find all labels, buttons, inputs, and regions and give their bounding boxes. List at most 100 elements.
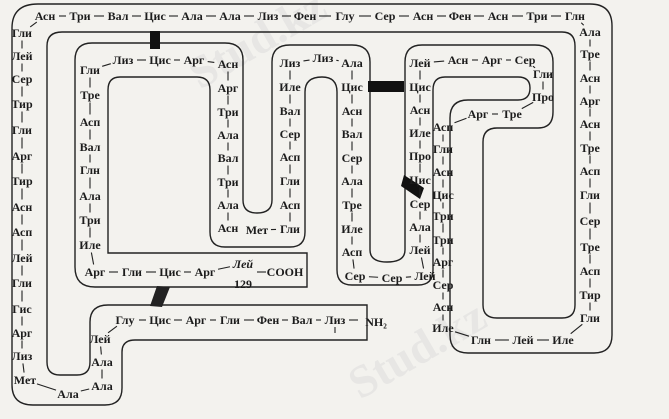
peptide-bond [80, 388, 90, 392]
peptide-bond [22, 363, 25, 373]
residue: Гли [80, 63, 100, 77]
residue: Лей [414, 269, 435, 283]
residue: Асн [580, 71, 601, 85]
residue: Цис [144, 9, 166, 23]
residue: Иле [79, 238, 101, 252]
residue: Сер [580, 214, 601, 228]
peptide-bond [107, 325, 118, 334]
residue: Ала [181, 9, 202, 23]
disulfide-bridge [150, 286, 170, 307]
residue: Гли [580, 311, 600, 325]
residue: Цис [409, 80, 431, 94]
residue: Мет [14, 373, 36, 387]
residue: Асп [280, 150, 301, 164]
residue: Глн [471, 333, 491, 347]
residue: Ала [219, 9, 240, 23]
residue: Асп [280, 198, 301, 212]
residue: Иле [409, 126, 431, 140]
residue: Лей [11, 251, 32, 265]
peptide-bond [454, 331, 470, 337]
residue: Ала [217, 198, 238, 212]
residue: Гли [12, 26, 32, 40]
residue: Цис [149, 313, 171, 327]
residue: Иле [432, 321, 454, 335]
peptide-bond [433, 60, 445, 63]
residue: Лиз [113, 53, 134, 67]
residue: Три [526, 9, 547, 23]
residue: Асн [448, 53, 469, 67]
disulfide-bridge [368, 81, 404, 92]
residue: Гли [280, 222, 300, 236]
residue: Цис [432, 188, 454, 202]
peptide-bond [90, 252, 95, 265]
residue: Гли [280, 174, 300, 188]
peptide-bond [532, 65, 536, 69]
residue: Гис [12, 302, 32, 316]
residue: Лей [11, 49, 32, 63]
residue: Лей [89, 332, 110, 346]
residue: Про [409, 149, 431, 163]
residue: Тре [580, 240, 600, 254]
residue: Вал [280, 104, 301, 118]
residue: Фен [449, 9, 472, 23]
residue: Вал [342, 127, 363, 141]
residue: Ала [341, 56, 362, 70]
residue: Ала [409, 220, 430, 234]
residue: Цис [341, 80, 363, 94]
residue: Сер [515, 53, 536, 67]
residue: Сер [410, 197, 431, 211]
residue: Асп [342, 245, 363, 259]
residue: Асп [80, 115, 101, 129]
c-terminus-label: COOH [267, 265, 304, 279]
residue: Гли [12, 123, 32, 137]
residue: Сер [12, 72, 33, 86]
residue: Сер [342, 151, 363, 165]
residue-number-label: 129 [234, 277, 252, 291]
residue: Глн [565, 9, 585, 23]
residue: Тре [342, 198, 362, 212]
residue: Иле [552, 333, 574, 347]
peptide-bond [102, 63, 111, 67]
residue: Арг [12, 149, 33, 163]
residue: Глу [335, 9, 354, 23]
peptide-bond [352, 259, 355, 269]
residue: Ала [341, 174, 362, 188]
residue: Асн [218, 57, 239, 71]
residue: Тир [11, 97, 33, 111]
residue: Лиз [12, 349, 33, 363]
residue: Асн [12, 200, 33, 214]
residue: Лей [409, 243, 430, 257]
residue: Арг [218, 81, 239, 95]
peptide-bond [570, 323, 583, 335]
residue: Ала [79, 189, 100, 203]
residue: Лиз [280, 56, 301, 70]
residue: Иле [341, 222, 363, 236]
residue: Гли [533, 67, 553, 81]
residue: Тре [580, 141, 600, 155]
residue: Цис [159, 265, 181, 279]
residue: Три [69, 9, 90, 23]
watermark: Stud.kz [340, 290, 495, 409]
residue: Арг [433, 255, 454, 269]
residue: Фен [257, 313, 280, 327]
residue: Асн [35, 9, 56, 23]
residue: Асп [580, 264, 601, 278]
residue: Арг [580, 94, 601, 108]
residue: Лей [232, 257, 254, 271]
peptide-bond [303, 59, 310, 62]
n-terminus-label: NH₂ [365, 315, 387, 329]
residue: Асн [342, 104, 363, 118]
residue: Тир [579, 288, 601, 302]
residue: Цис [409, 173, 431, 187]
residue: Сер [382, 271, 403, 285]
residue: Сер [345, 269, 366, 283]
residue: Гли [12, 276, 32, 290]
residue: Асн [433, 165, 454, 179]
chain-outline [11, 3, 613, 406]
residue: Ала [217, 128, 238, 142]
residue: Про [532, 90, 554, 104]
peptide-bond [580, 22, 585, 26]
peptide-bond [420, 257, 425, 269]
